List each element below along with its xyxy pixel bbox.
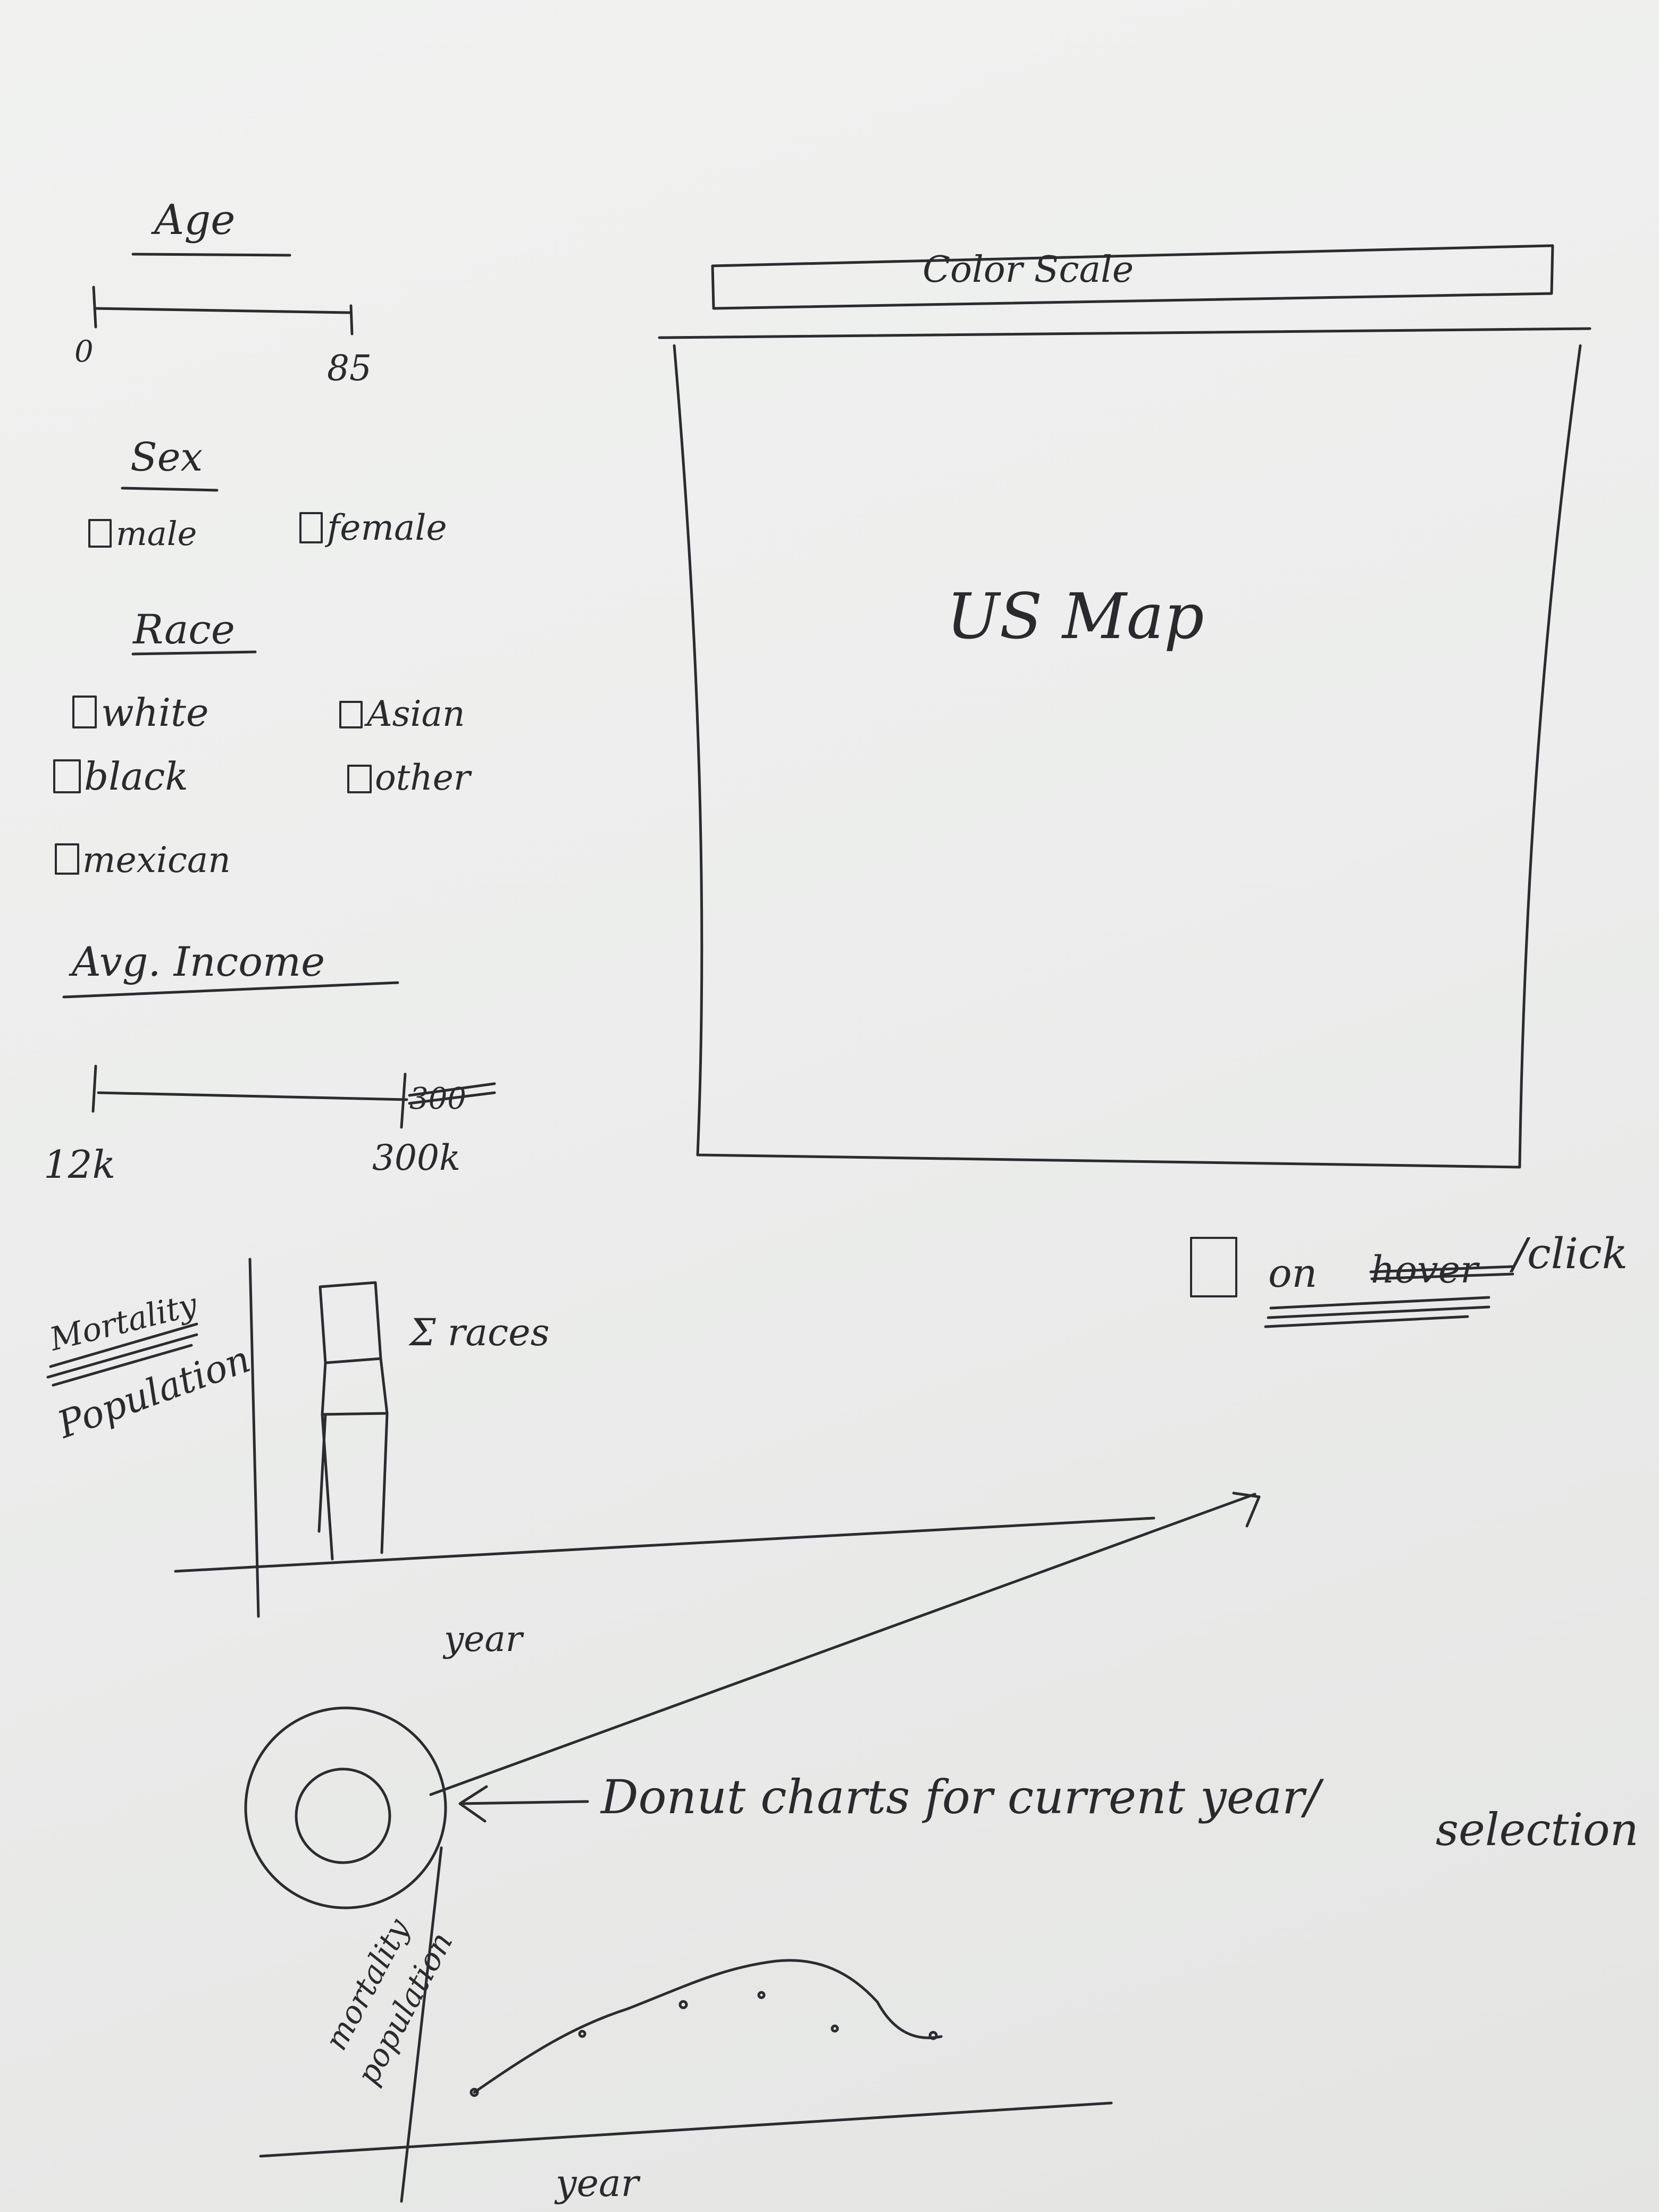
map-top-edge [658, 327, 1591, 339]
race-title: Race [132, 606, 235, 653]
other-checkbox[interactable] [347, 765, 372, 793]
race-checkbox-other[interactable]: other [347, 757, 472, 798]
line-chart-y-axis [400, 1846, 443, 2203]
other-label: other [375, 757, 472, 798]
bar-chart-ylabel: Population [51, 1337, 256, 1447]
income-filter: Avg. Income 300 12k 300k [44, 938, 496, 1187]
bar-segment-top [319, 1281, 382, 1364]
bar-chart-struck-ylabel: Mortality [46, 1286, 202, 1359]
asian-checkbox[interactable] [339, 701, 363, 728]
age-slider-track [93, 307, 353, 314]
hover-click-toggle[interactable]: on hover /click [1190, 1229, 1628, 1328]
sex-checkbox-female[interactable]: female [299, 507, 447, 548]
bar-chart-x-axis [174, 1516, 1155, 1573]
toggle-on-label: on [1268, 1251, 1317, 1296]
race-checkbox-mexican[interactable]: mexican [55, 840, 231, 881]
stacked-bar[interactable] [317, 1281, 389, 1561]
line-chart-series[interactable] [473, 1959, 943, 2094]
race-checkbox-asian[interactable]: Asian [339, 693, 465, 734]
donut-to-map-arrowhead [1232, 1492, 1261, 1528]
line-chart-point-1[interactable] [470, 2088, 479, 2097]
male-label: male [116, 514, 197, 553]
income-title: Avg. Income [69, 938, 325, 985]
line-chart-point-2[interactable] [578, 2030, 586, 2038]
black-checkbox[interactable] [53, 759, 81, 793]
race-filter: Race white Asian black other mexican [53, 606, 472, 881]
line-chart-x-axis [259, 2101, 1113, 2158]
us-map-label: US Map [946, 580, 1204, 653]
age-filter: Age 0 85 [74, 196, 372, 389]
sex-checkbox-male[interactable]: male [88, 514, 197, 553]
line-chart-point-4[interactable] [757, 1991, 766, 1999]
income-struck-scribble [408, 1082, 496, 1105]
mortality-line-chart: mortality population year [259, 1846, 1113, 2205]
struck-ylabel-scribble [46, 1322, 198, 1387]
white-checkbox[interactable] [72, 696, 97, 728]
bar-segment-middle [321, 1357, 389, 1416]
age-min-label: 0 [74, 334, 94, 369]
color-scale-label: Color Scale [923, 249, 1134, 291]
bar-segment-bottom [317, 1412, 389, 1561]
line-chart-point-6[interactable] [928, 2031, 938, 2040]
donut-outer-ring [244, 1706, 447, 1909]
toggle-underline [1264, 1296, 1490, 1328]
map-panel: Color Scale US Map [658, 244, 1591, 1169]
sex-title: Sex [130, 434, 203, 480]
donut-annotation-line2: selection [1436, 1804, 1639, 1856]
bar-chart-annotation: Σ races [408, 1311, 550, 1354]
race-checkbox-black[interactable]: black [53, 754, 188, 799]
mexican-label: mexican [82, 840, 231, 881]
female-label: female [324, 507, 447, 548]
age-max-label: 85 [327, 348, 372, 389]
bar-chart-y-axis [248, 1258, 260, 1618]
race-checkbox-white[interactable]: white [72, 690, 209, 735]
donut-annotation-line1: Donut charts for current year/ [600, 1770, 1324, 1824]
sex-title-underline [121, 487, 219, 492]
income-slider-min-handle[interactable] [91, 1065, 97, 1113]
color-scale-bar [711, 244, 1554, 310]
age-title-underline [131, 253, 291, 257]
toggle-click-label: /click [1509, 1229, 1628, 1278]
black-label: black [84, 754, 188, 799]
line-chart-point-5[interactable] [831, 2024, 839, 2033]
female-checkbox[interactable] [299, 512, 323, 543]
age-slider-min-handle[interactable] [92, 286, 97, 329]
age-range-slider[interactable] [92, 286, 354, 336]
income-range-slider[interactable] [91, 1065, 408, 1129]
bar-chart-xlabel: year [442, 1619, 524, 1660]
mexican-checkbox[interactable] [55, 843, 79, 875]
hover-click-checkbox[interactable] [1190, 1237, 1237, 1297]
sex-filter: Sex male female [88, 434, 447, 553]
us-map-frame[interactable] [673, 344, 1582, 1169]
age-title: Age [151, 196, 235, 244]
race-title-underline [131, 650, 257, 656]
male-checkbox[interactable] [88, 519, 112, 548]
asian-label: Asian [364, 693, 465, 734]
line-chart-point-3[interactable] [678, 2000, 688, 2009]
income-min-label: 12k [44, 1142, 115, 1187]
donut-to-map-line [429, 1493, 1256, 1796]
income-slider-max-handle[interactable] [400, 1073, 407, 1129]
line-chart-xlabel: year [554, 2161, 641, 2205]
donut-inner-ring [295, 1767, 391, 1864]
income-slider-track [97, 1091, 408, 1101]
donut-annotation-arrow [458, 1785, 589, 1823]
age-slider-max-handle[interactable] [349, 304, 354, 336]
white-label: white [101, 690, 209, 735]
income-title-underline [62, 981, 399, 999]
toggle-strike-scribble [1369, 1265, 1514, 1280]
income-max-label: 300k [372, 1137, 460, 1178]
donut-chart[interactable]: Donut charts for current year/ selection [244, 1492, 1639, 1909]
population-bar-chart: Mortality Population Σ races year [46, 1258, 1155, 1660]
